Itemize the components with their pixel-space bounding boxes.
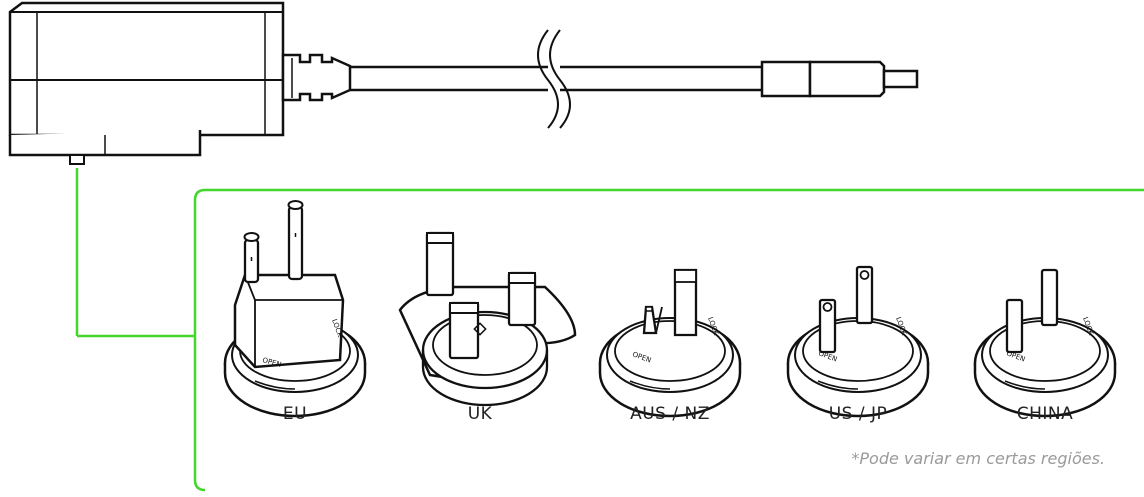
label-uk: UK (467, 404, 493, 424)
plug-aus-nz (598, 268, 742, 418)
cable (350, 29, 762, 129)
label-us-jp: US / JP (828, 404, 888, 424)
label-china: CHINA (1016, 404, 1074, 424)
label-aus-nz: AUS / NZ (630, 404, 710, 424)
plug-eu (223, 200, 367, 418)
plug-us-jp (786, 265, 930, 418)
strain-relief (281, 53, 352, 102)
dc-connector (760, 60, 919, 98)
power-supply-body (8, 1, 285, 165)
plug-uk (398, 231, 577, 407)
callout-frame (75, 168, 1144, 492)
footnote: *Pode variar em certas regiões. (851, 449, 1105, 468)
plug-china (973, 268, 1117, 418)
label-eu: EU (282, 404, 308, 424)
